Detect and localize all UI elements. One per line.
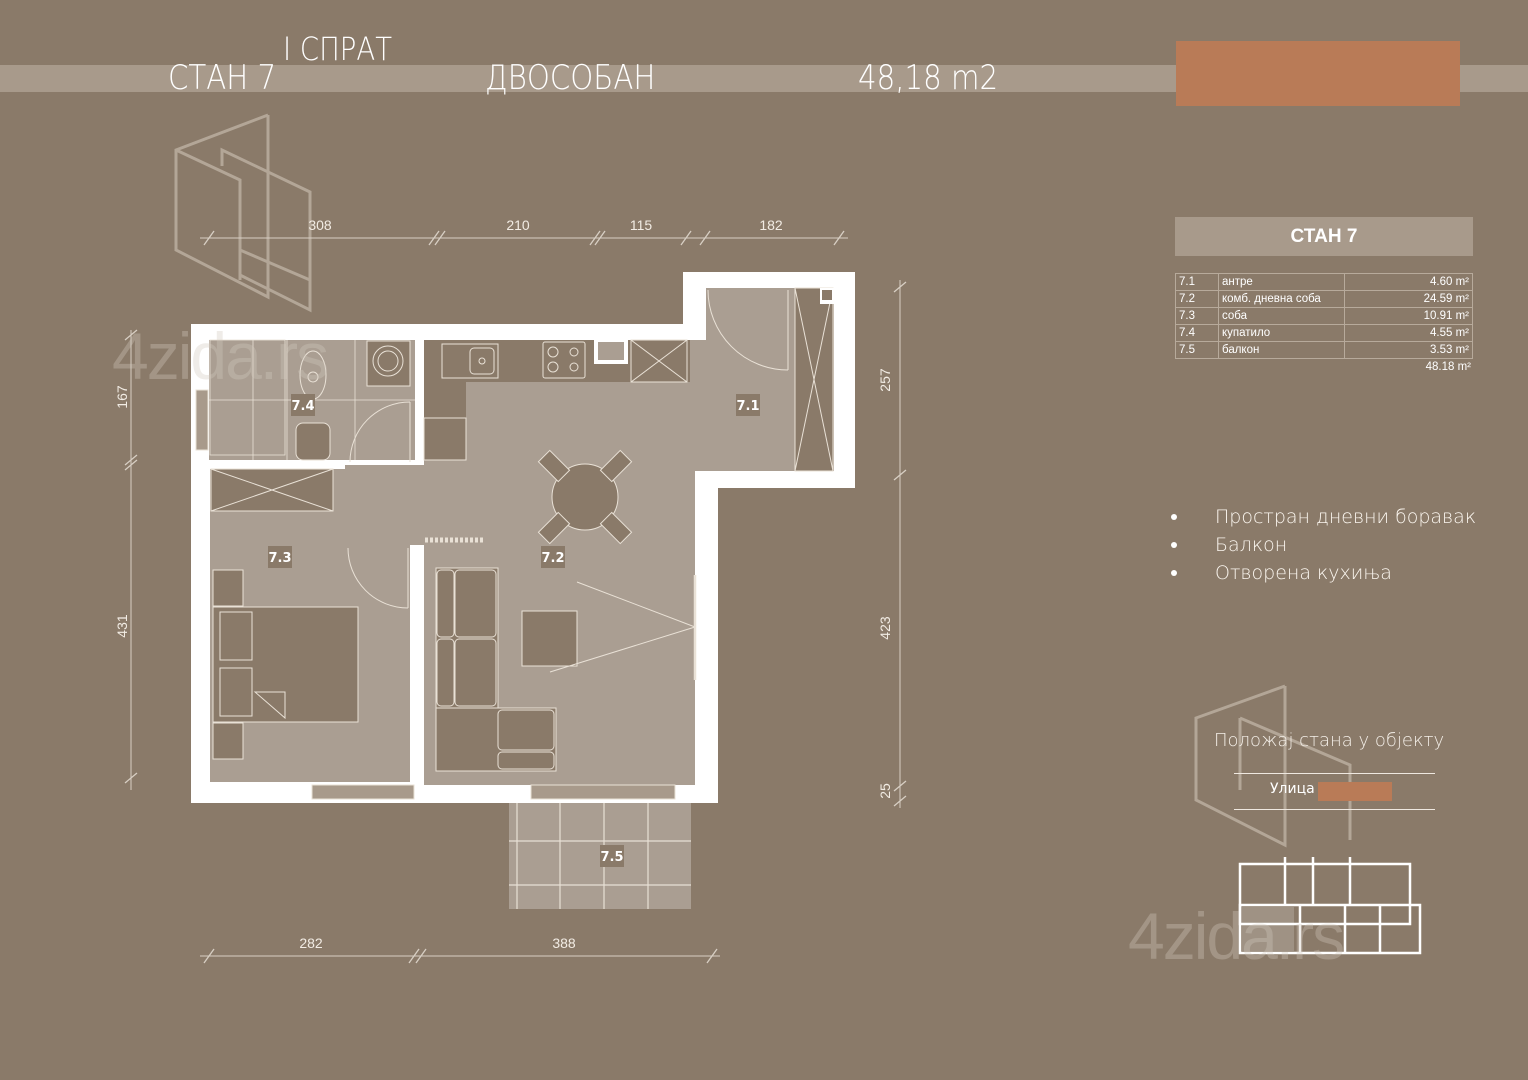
room-name: соба [1218,307,1345,325]
feature-text: Отворена кухиња [1215,562,1392,584]
feature-item: Балкон [1168,531,1476,559]
svg-text:210: 210 [506,217,530,233]
floor-label: I СПРАТ [283,30,393,68]
svg-text:7.1: 7.1 [736,399,759,414]
street-label: Улица [1270,781,1315,797]
table-row: 7.5 балкон 3.53 m² [1175,341,1473,359]
accent-block [1176,41,1460,106]
summary-title: СТАН 7 [1175,217,1473,256]
total-area: 48.18 m² [1425,361,1471,373]
svg-text:182: 182 [759,217,783,233]
svg-text:388: 388 [552,935,576,951]
svg-text:423: 423 [877,616,893,640]
svg-text:257: 257 [877,368,893,392]
svg-text:115: 115 [630,217,653,233]
logo-outline-icon [174,113,312,313]
room-area: 10.91 m² [1344,307,1473,325]
feature-item: Отворена кухиња [1168,559,1476,587]
room-area: 24.59 m² [1344,290,1473,308]
room-area: 3.53 m² [1344,341,1473,359]
svg-text:7.2: 7.2 [541,551,564,566]
svg-text:308: 308 [308,217,332,233]
feature-text: Балкон [1215,534,1288,556]
room-name: купатило [1218,324,1345,342]
svg-text:431: 431 [114,614,130,638]
room-name: антре [1218,273,1345,291]
divider [1234,809,1435,810]
table-row: 7.3 соба 10.91 m² [1175,307,1473,325]
dimension-labels: 308 210 115 182 282 388 167 431 257 423 … [114,217,893,951]
svg-text:7.4: 7.4 [291,399,314,414]
building-key-plan [1238,857,1422,955]
room-name: комб. дневна соба [1218,290,1345,308]
svg-text:282: 282 [299,935,323,951]
furniture [210,287,834,772]
position-title: Положај стана у објекту [1214,730,1445,751]
dimension-lines [124,230,907,964]
logo-outline-icon-small [1194,684,1352,848]
unit-area: 48,18 m2 [858,58,999,98]
bullet-icon [1171,542,1177,548]
room-number: 7.1 [1175,273,1219,291]
street-marker [1318,782,1392,801]
divider [1234,773,1435,774]
svg-text:25: 25 [877,783,893,799]
feature-text: Простран дневни боравак [1215,506,1477,528]
room-labels: 7.1 7.2 7.3 7.4 7.5 [268,394,760,867]
room-number: 7.2 [1175,290,1219,308]
room-number: 7.5 [1175,341,1219,359]
unit-label: СТАН 7 [168,58,277,98]
unit-type: ДВОСОБАН [485,58,656,98]
table-row: 7.2 комб. дневна соба 24.59 m² [1175,290,1473,308]
doors [195,289,789,800]
rooms-table: 7.1 антре 4.60 m² 7.2 комб. дневна соба … [1175,273,1473,359]
room-name: балкон [1218,341,1345,359]
table-row: 7.1 антре 4.60 m² [1175,273,1473,291]
svg-text:7.3: 7.3 [268,551,291,566]
bullet-icon [1171,570,1177,576]
table-row: 7.4 купатило 4.55 m² [1175,324,1473,342]
room-area: 4.60 m² [1344,273,1473,291]
svg-text:167: 167 [114,385,130,409]
room-number: 7.4 [1175,324,1219,342]
bullet-icon [1171,514,1177,520]
feature-list: Простран дневни боравак Балкон Отворена … [1168,503,1476,587]
feature-item: Простран дневни боравак [1168,503,1476,531]
svg-text:7.5: 7.5 [600,850,623,865]
room-area: 4.55 m² [1344,324,1473,342]
room-number: 7.3 [1175,307,1219,325]
